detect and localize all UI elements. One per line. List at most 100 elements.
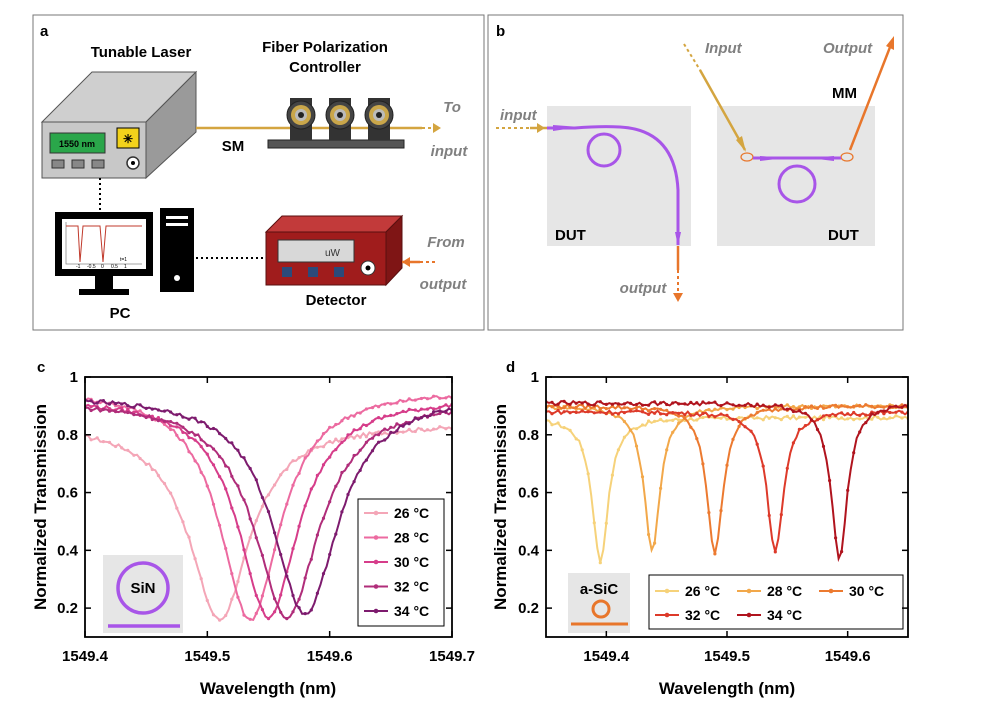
data-point — [273, 597, 277, 601]
data-point — [562, 399, 566, 403]
to-input-label: input — [431, 143, 469, 160]
data-point — [358, 427, 362, 431]
data-point — [224, 546, 228, 551]
data-point — [340, 470, 344, 475]
data-point — [725, 413, 729, 417]
data-point — [815, 406, 820, 410]
data-point — [647, 532, 651, 537]
data-point — [767, 405, 771, 409]
data-point — [260, 495, 264, 500]
data-point — [634, 427, 639, 431]
data-point — [438, 396, 442, 400]
data-point — [665, 408, 669, 412]
data-point — [444, 396, 448, 400]
data-point — [358, 448, 362, 452]
data-point — [683, 402, 687, 406]
sin-ring-icon — [116, 561, 170, 615]
from-label: From — [427, 234, 465, 251]
data-point — [761, 408, 765, 412]
data-point — [254, 611, 258, 616]
data-point — [622, 411, 627, 415]
data-point — [266, 510, 271, 514]
data-point — [598, 561, 602, 565]
data-point — [634, 402, 639, 407]
data-point — [719, 416, 723, 420]
data-point — [665, 413, 669, 417]
data-point — [352, 428, 356, 432]
data-point — [156, 416, 160, 420]
data-point — [328, 500, 332, 504]
legend-d — [648, 574, 904, 630]
data-point — [550, 405, 554, 409]
data-point — [653, 541, 657, 545]
data-point — [580, 401, 584, 405]
data-point — [114, 444, 118, 449]
data-point — [671, 430, 675, 434]
data-point — [352, 453, 356, 458]
data-point — [773, 403, 777, 407]
data-point — [377, 405, 381, 409]
data-point — [175, 421, 179, 425]
data-point — [580, 448, 584, 452]
data-point — [156, 473, 160, 478]
data-point — [803, 424, 808, 428]
data-point — [230, 441, 234, 445]
legend-entry: 32 °C — [685, 607, 720, 623]
sin-inset-label: SiN — [130, 580, 155, 597]
data-point — [236, 525, 240, 529]
svg-text:t=1: t=1 — [120, 257, 127, 263]
data-point — [224, 613, 228, 618]
data-point — [162, 481, 167, 486]
data-point — [291, 593, 295, 598]
data-point — [640, 403, 645, 407]
data-point — [834, 536, 838, 540]
data-point — [550, 412, 554, 416]
data-point — [377, 416, 381, 420]
data-point — [737, 424, 741, 428]
data-point — [254, 478, 258, 482]
data-point — [248, 517, 252, 521]
data-point — [592, 411, 596, 415]
data-point — [193, 459, 197, 463]
data-point — [550, 423, 554, 427]
data-point — [156, 408, 160, 412]
data-point — [205, 424, 209, 429]
data-point — [120, 446, 124, 450]
x-tick-label: 1549.6 — [825, 648, 871, 665]
data-point — [321, 463, 326, 467]
data-point — [218, 523, 222, 527]
data-point — [900, 405, 904, 409]
data-point — [395, 422, 399, 426]
pc-icon: -1 -0.5 0 0.5 1 t=1 — [55, 208, 194, 295]
data-point — [592, 403, 596, 407]
data-point — [169, 424, 173, 428]
data-point — [218, 475, 222, 479]
data-point — [574, 405, 578, 409]
data-point — [749, 429, 753, 433]
series-line-d-2 — [546, 403, 908, 555]
data-point — [882, 409, 886, 413]
data-point — [840, 550, 844, 554]
data-point — [89, 405, 93, 409]
input-right-label: Input — [705, 40, 743, 57]
data-point — [199, 420, 203, 424]
data-point — [695, 437, 699, 441]
data-point — [677, 411, 681, 415]
data-point — [828, 478, 832, 483]
data-point — [181, 430, 185, 434]
data-point — [114, 410, 118, 414]
series-line-d-3 — [546, 408, 908, 553]
data-point — [334, 484, 338, 488]
data-point — [95, 436, 99, 440]
data-point — [266, 617, 271, 621]
data-point — [719, 509, 723, 513]
data-point — [236, 448, 240, 452]
data-point — [743, 425, 747, 429]
data-point — [803, 411, 808, 415]
data-point — [389, 402, 393, 406]
data-point — [370, 436, 375, 440]
data-point — [785, 407, 789, 411]
data-point — [193, 438, 197, 442]
data-point — [230, 506, 234, 510]
x-tick-label: 1549.7 — [429, 648, 475, 665]
